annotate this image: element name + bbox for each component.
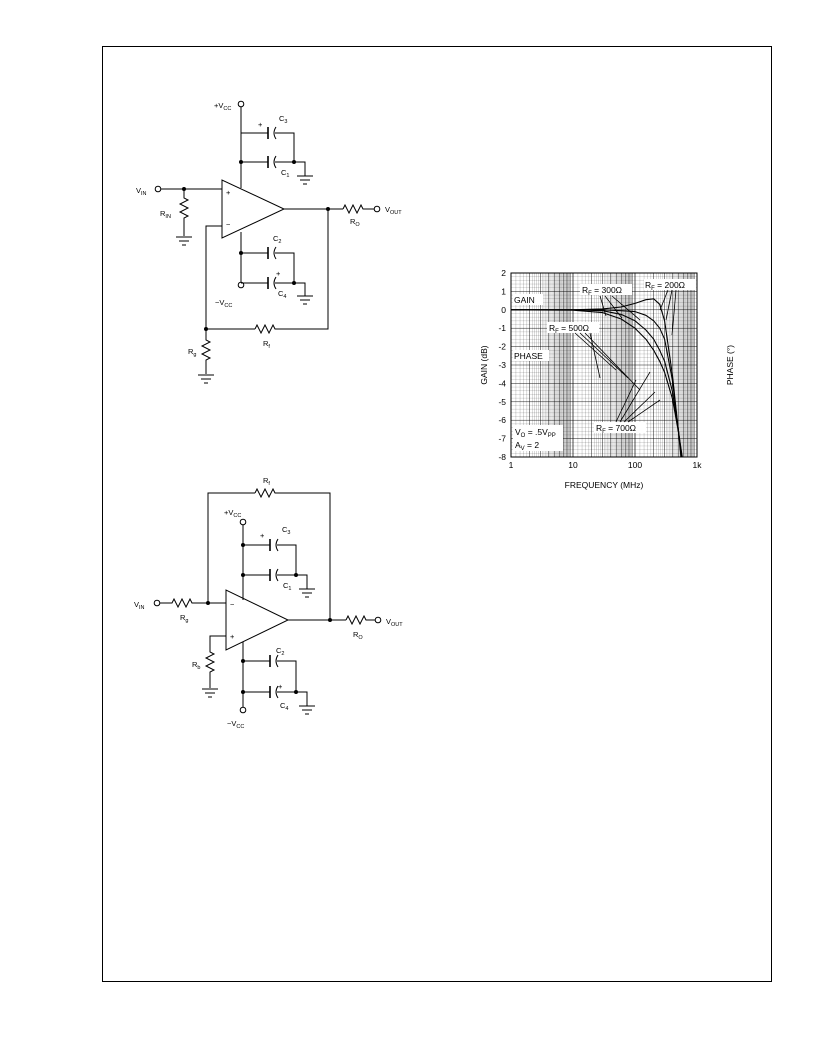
c4-polarity-plus: + (276, 269, 281, 278)
c3b-label: C3 (282, 525, 290, 536)
x-tick-label: 1k (693, 460, 703, 470)
y-tick-label-right: -225 (703, 0, 720, 2)
c2-label: C2 (273, 234, 281, 245)
page-frame (102, 46, 772, 982)
vcc2-pos-terminal (239, 518, 247, 526)
y-tick-label-left: 2 (501, 268, 506, 278)
c2b-label: C2 (276, 646, 284, 657)
ro2-resistor (345, 614, 375, 626)
gain-curve (511, 309, 682, 458)
av-condition: AV = 2 (515, 440, 539, 452)
x-axis-label: FREQUENCY (MHz) (565, 480, 644, 490)
rg-resistor (200, 329, 212, 374)
annotation-arrows (574, 289, 677, 423)
y-tick-label-left: -5 (498, 397, 506, 407)
rg2-label: Rg (180, 613, 188, 624)
vin-terminal (154, 185, 162, 193)
rf300-label: RF = 300Ω (582, 285, 622, 297)
opamp1-plus: + (226, 188, 231, 197)
y-tick-label-left: -8 (498, 452, 506, 462)
y-tick-label-left: 0 (501, 305, 506, 315)
phase-label: PHASE (514, 351, 543, 361)
rf200-label: RF = 200Ω (645, 280, 685, 292)
vo-condition: VO = .5VPP (515, 427, 556, 439)
vout2-terminal (374, 616, 382, 624)
vcc-neg-label: −VCC (215, 298, 232, 309)
vin2-label: VIN (134, 600, 145, 611)
chart-curves (510, 298, 683, 458)
rg-label: Rg (188, 347, 196, 358)
rf500-label: RF = 500Ω (549, 323, 589, 335)
vin2-terminal (153, 599, 161, 607)
y-tick-label-left: -2 (498, 342, 506, 352)
opamp1-minus: − (226, 220, 231, 229)
rin-resistor (178, 189, 190, 236)
vcc-pos-label: +VCC (214, 101, 231, 112)
vout-terminal (373, 205, 381, 213)
rf-resistor (254, 209, 329, 335)
y-axis-right-label: PHASE (°) (725, 345, 735, 385)
rf-label: Rf (263, 339, 270, 350)
y-tick-label-right: 0 (703, 0, 708, 2)
c3-polarity-plus: + (258, 120, 263, 129)
vout-label: VOUT (385, 205, 402, 216)
x-tick-label: 100 (628, 460, 642, 470)
y-axis-left-label: GAIN (dB) (479, 345, 489, 384)
x-tick-label: 1 (509, 460, 514, 470)
rb-label: Rb (192, 660, 200, 671)
rin-label: RIN (160, 209, 171, 220)
opamp2-plus: + (230, 632, 235, 641)
gain-curve (511, 309, 683, 458)
opamp2-minus: − (230, 600, 235, 609)
y-tick-label-right: -45 (703, 0, 716, 2)
y-tick-label-left: -3 (498, 360, 506, 370)
vcc2-pos-label: +VCC (224, 508, 241, 519)
non-inverting-circuit: +VCC + C3 C1 + − VIN RIN RO V (136, 100, 402, 384)
vcc-pos-terminal (237, 100, 245, 108)
rg2-resistor (160, 597, 226, 609)
plot-area (510, 272, 698, 458)
c1-label: C1 (281, 168, 289, 179)
ro-label: RO (350, 217, 360, 228)
y-tick-label-right: -135 (703, 0, 720, 2)
gain-label: GAIN (514, 295, 535, 305)
vcc-neg-terminal (237, 281, 245, 289)
y-tick-label-right: -180 (703, 0, 720, 2)
inverting-circuit: Rf +VCC + C3 C1 − + VIN Rg Rb (134, 476, 403, 730)
y-tick-label-left: -7 (498, 434, 506, 444)
y-tick-label-left: -6 (498, 415, 506, 425)
rb-resistor (204, 635, 226, 688)
chart-ticks: 1101001k210-1-2-3-4-5-6-7-80-45-90-135-1… (498, 0, 720, 470)
vin-label: VIN (136, 186, 147, 197)
rf700-label: RF = 700Ω (596, 423, 636, 435)
c4-label: C4 (278, 289, 286, 300)
c1b-label: C1 (283, 581, 291, 592)
ro-resistor (342, 203, 374, 215)
opamp-2 (225, 589, 290, 651)
opamp-1 (221, 179, 286, 239)
y-tick-label-right: -90 (703, 0, 716, 2)
rf2-resistor (254, 487, 331, 620)
y-tick-label-left: 1 (501, 286, 506, 296)
rf2-label: Rf (263, 476, 270, 487)
frequency-response-chart: 1101001k210-1-2-3-4-5-6-7-80-45-90-135-1… (479, 0, 735, 490)
c4b-polarity-plus: + (278, 682, 283, 691)
vcc2-neg-terminal (239, 706, 247, 714)
vout2-label: VOUT (386, 617, 403, 628)
y-tick-label-left: -4 (498, 378, 506, 388)
x-tick-label: 10 (568, 460, 578, 470)
ro2-label: RO (353, 630, 363, 641)
vcc2-neg-label: −VCC (227, 719, 244, 730)
c3b-polarity-plus: + (260, 531, 265, 540)
c3-label: C3 (279, 114, 287, 125)
y-tick-label-left: -1 (498, 323, 506, 333)
c4b-label: C4 (280, 701, 288, 712)
gain-curve (510, 309, 683, 458)
ground-symbol (297, 175, 313, 185)
